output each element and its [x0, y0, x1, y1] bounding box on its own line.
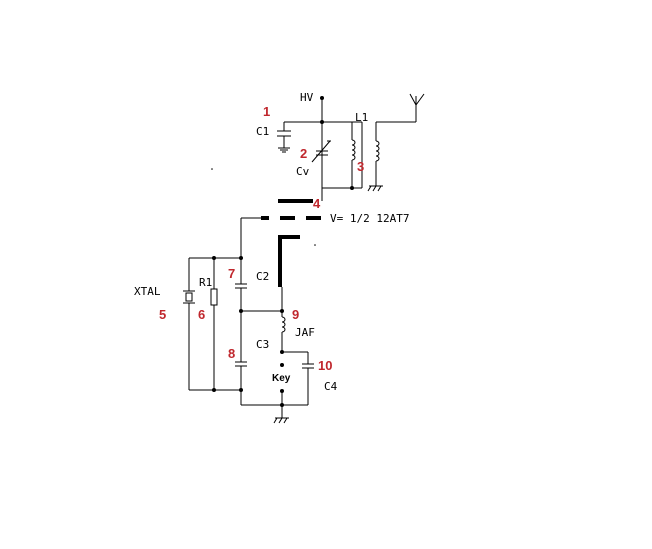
l1-label: L1 [355, 111, 368, 124]
marker-9: 9 [292, 307, 299, 322]
hv-supply [284, 96, 362, 188]
c4-label: C4 [324, 380, 338, 393]
marker-7: 7 [228, 266, 235, 281]
cv-label: Cv [296, 165, 310, 178]
variable-capacitor-cv [311, 140, 331, 163]
antenna-coupling-coil [367, 93, 425, 192]
capacitor-c4 [302, 352, 314, 405]
hv-label: HV [300, 91, 314, 104]
c3-label: C3 [256, 338, 269, 351]
marker-5: 5 [159, 307, 166, 322]
xtal-label: XTAL [134, 285, 161, 298]
marker-10: 10 [318, 358, 332, 373]
capacitor-c3 [235, 311, 247, 405]
stray-dot [314, 244, 316, 246]
resistor-r1 [210, 258, 218, 390]
marker-1: 1 [263, 104, 270, 119]
marker-3: 3 [357, 159, 364, 174]
capacitor-c1 [277, 122, 291, 153]
tube-cathode [278, 235, 300, 287]
jaf-label: JAF [295, 326, 315, 339]
c1-label: C1 [256, 125, 269, 138]
key-label: Key [272, 373, 291, 384]
tube-label: V= 1/2 12AT7 [330, 212, 409, 225]
marker-8: 8 [228, 346, 235, 361]
marker-6: 6 [198, 307, 205, 322]
r1-label: R1 [199, 276, 212, 289]
choke-jaf [280, 316, 308, 354]
marker-numbers: 1 2 3 4 5 6 7 8 9 10 [159, 104, 364, 373]
crystal-xtal [183, 258, 195, 390]
ground-bus [189, 388, 308, 424]
grid-circuit [189, 217, 261, 260]
marker-2: 2 [300, 146, 307, 161]
c2-label: C2 [256, 270, 269, 283]
marker-4: 4 [313, 196, 321, 211]
capacitor-c2 [235, 258, 247, 311]
cathode-node [239, 287, 284, 317]
hv-junction [320, 120, 324, 124]
triode-tube [261, 188, 323, 287]
stray-dot [211, 168, 213, 170]
tank-coil-l1 [322, 122, 363, 190]
